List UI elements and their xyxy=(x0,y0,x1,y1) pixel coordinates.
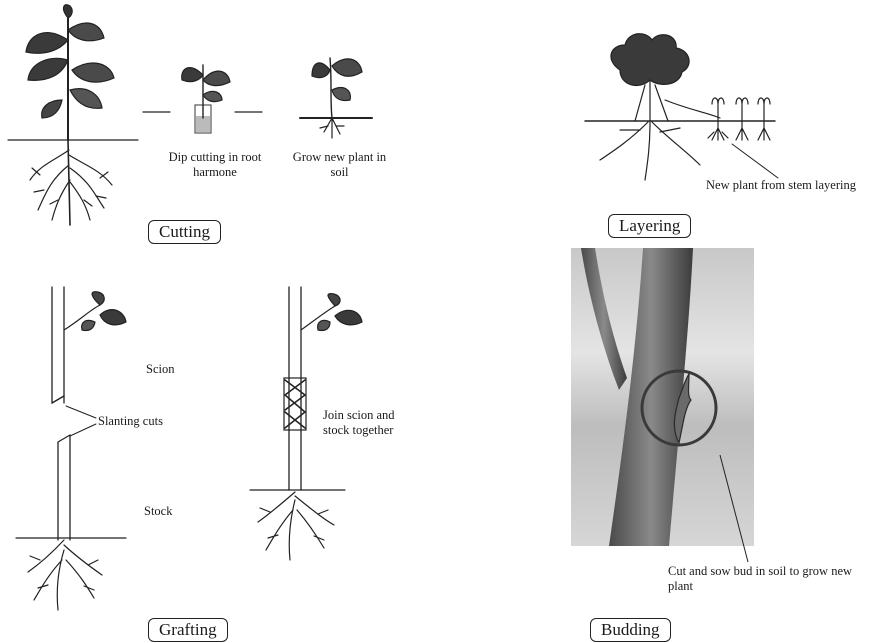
layering-title: Layering xyxy=(608,214,691,238)
grafting-slanting-label: Slanting cuts xyxy=(98,414,163,429)
grafting-scion-label: Scion xyxy=(146,362,174,377)
cutting-step2-label: Grow new plant in soil xyxy=(292,150,387,180)
grafting-join-label: Join scion and stock together xyxy=(323,408,418,438)
grafting-title: Grafting xyxy=(148,618,228,642)
budding-title: Budding xyxy=(590,618,671,642)
cutting-title: Cutting xyxy=(148,220,221,244)
budding-caption: Cut and sow bud in soil to grow new plan… xyxy=(668,564,858,594)
cutting-step1-label: Dip cutting in root harmone xyxy=(150,150,280,180)
grafting-stock-label: Stock xyxy=(144,504,172,519)
layering-caption: New plant from stem layering xyxy=(706,178,884,193)
